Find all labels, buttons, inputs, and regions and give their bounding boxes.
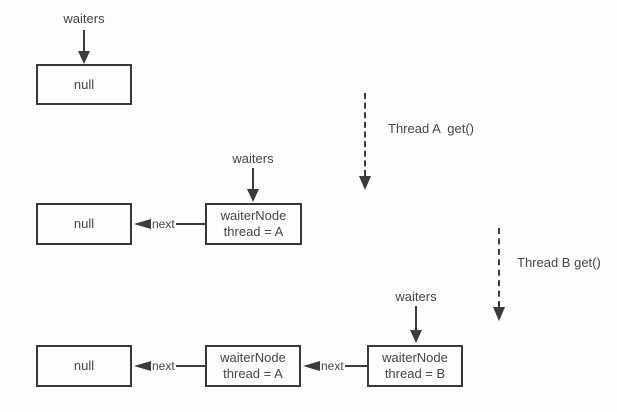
down-arrowhead-icon — [78, 51, 90, 64]
left-arrowhead-icon — [134, 361, 151, 371]
dashed-arrow-thread-b-icon — [498, 228, 500, 307]
null-box-text: null — [73, 76, 95, 92]
waiter-node-title: waiterNode — [220, 350, 286, 365]
pointer-line — [175, 223, 205, 225]
null-box-step2: null — [36, 203, 132, 245]
down-arrow-icon — [415, 306, 417, 331]
pointer-line — [344, 365, 367, 367]
thread-b-get-annotation: Thread B get() — [517, 255, 601, 270]
waiter-node-thread: thread = A — [223, 366, 283, 381]
dashed-arrow-thread-a-icon — [364, 93, 366, 176]
next-label: next — [152, 359, 175, 373]
left-arrowhead-icon — [303, 361, 320, 371]
null-box-step3: null — [36, 345, 132, 387]
down-arrow-icon — [83, 30, 85, 53]
waiter-node-title: waiterNode — [220, 208, 287, 223]
down-arrow-icon — [252, 168, 254, 190]
down-arrowhead-icon — [247, 189, 259, 202]
next-pointer-step3-b: next — [303, 359, 367, 373]
null-box-step1: null — [36, 64, 132, 105]
pointer-line — [175, 365, 205, 367]
next-label: next — [321, 359, 344, 373]
next-label: next — [152, 217, 175, 231]
waiter-node-thread: thread = A — [223, 224, 284, 239]
next-pointer-step3-a: next — [134, 359, 205, 373]
left-arrowhead-icon — [134, 219, 151, 229]
waiter-node-thread: thread = B — [384, 366, 446, 381]
null-box-text: null — [73, 216, 95, 231]
null-box-text: null — [73, 358, 95, 373]
down-arrowhead-icon — [410, 330, 422, 343]
waiters-label-step1: waiters — [63, 11, 105, 26]
waiters-label-step3: waiters — [395, 289, 437, 304]
waiter-node-b-step3: waiterNode thread = B — [367, 345, 463, 387]
dashed-arrowhead-thread-a-icon — [359, 176, 371, 190]
waiter-node-a-step3: waiterNode thread = A — [205, 345, 301, 387]
waiter-node-title: waiterNode — [382, 350, 448, 365]
dashed-arrowhead-thread-b-icon — [493, 307, 505, 321]
waiter-node-a-step2: waiterNode thread = A — [205, 203, 302, 245]
waiters-label-step2: waiters — [232, 151, 274, 166]
next-pointer-step2: next — [134, 217, 205, 231]
thread-a-get-annotation: Thread A get() — [388, 121, 474, 136]
